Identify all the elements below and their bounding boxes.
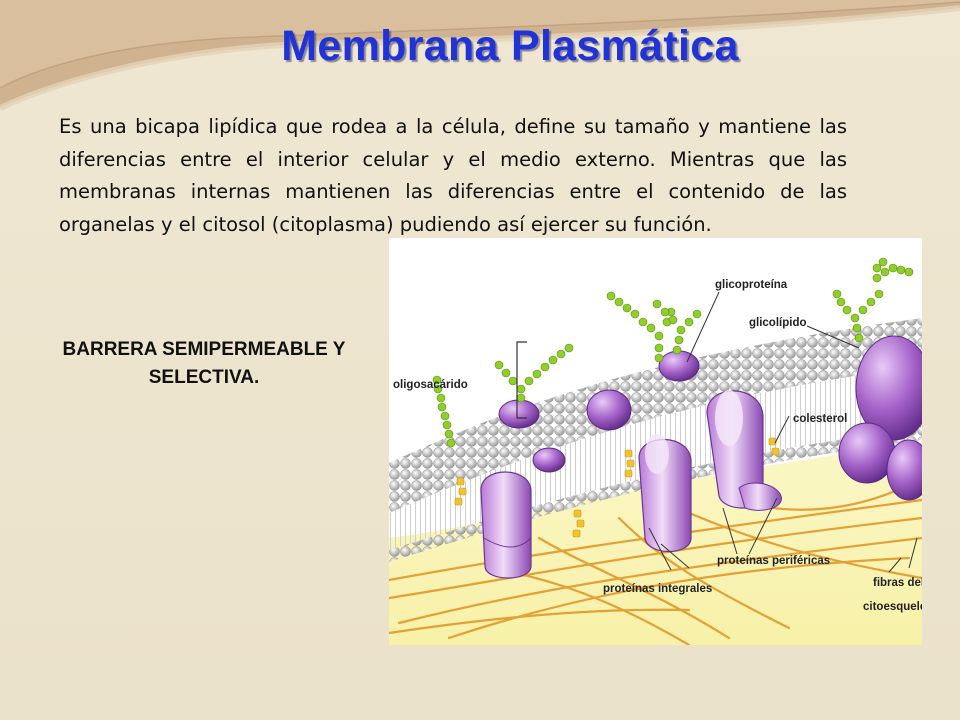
label-oligosacarido: oligosacárido	[393, 379, 468, 391]
cholesterol-molecules	[454, 437, 780, 538]
label-glicoproteina: glicoproteína	[715, 279, 788, 291]
definition-paragraph: Es una bicapa lipídica que rodea a la cé…	[59, 115, 847, 236]
label-fibras-del: fibras del	[873, 577, 922, 589]
membrane-proteins	[480, 335, 922, 579]
label-proteinas-perifericas: proteínas periféricas	[717, 555, 830, 567]
label-citoesqueleto: citoesqueleto	[863, 601, 922, 613]
leader-lines	[648, 291, 918, 573]
cytoskeleton-fibers	[389, 476, 922, 645]
label-proteinas-integrales: proteínas integrales	[603, 583, 712, 595]
label-glicolipido: glicolípido	[749, 317, 807, 329]
label-colesterol: colesterol	[793, 413, 847, 425]
page-title: Membrana Plasmática	[281, 22, 739, 70]
sugar-chains	[432, 257, 914, 448]
membrane-illustration: glicoproteína glicolípido oligosacárido …	[389, 238, 922, 645]
oligosacarido-bracket	[516, 341, 527, 419]
outer-lipid-heads	[389, 318, 922, 503]
membrane-diagram: glicoproteína glicolípido oligosacárido …	[389, 238, 922, 645]
callout-text: BARRERA SEMIPERMEABLE Y SELECTIVA.	[62, 339, 346, 388]
header-swoosh-decoration	[0, 0, 960, 111]
